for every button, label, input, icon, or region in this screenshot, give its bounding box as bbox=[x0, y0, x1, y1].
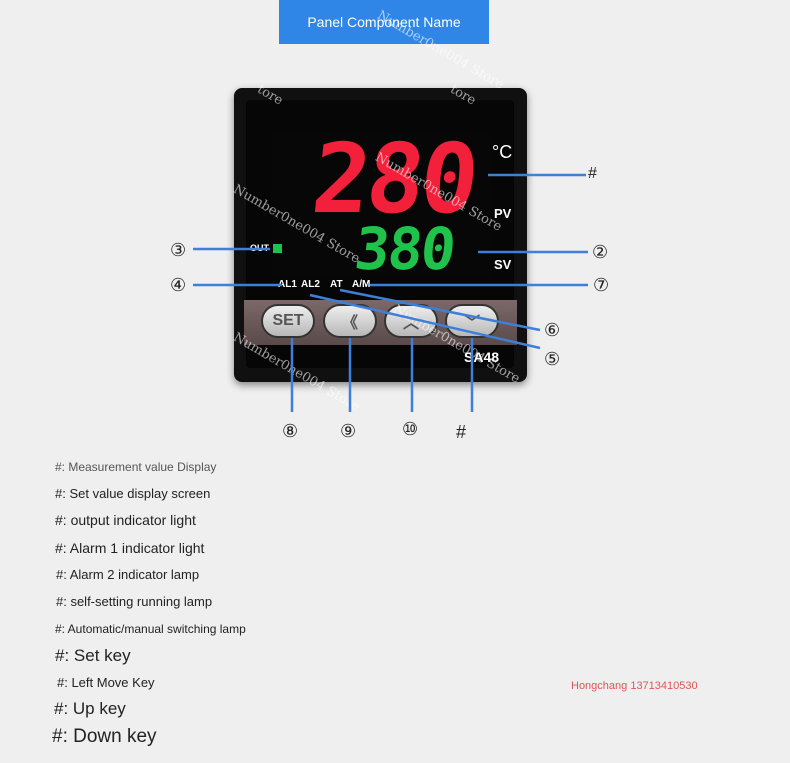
callout-marker: ⑧ bbox=[282, 421, 299, 441]
sv-label: SV bbox=[494, 257, 512, 272]
legend-item: #: Down key bbox=[52, 726, 157, 747]
legend-item: #: Measurement value Display bbox=[55, 460, 217, 474]
legend-item: #: output indicator light bbox=[55, 512, 196, 528]
legend-item: #: self-setting running lamp bbox=[56, 594, 213, 609]
callout-marker: # bbox=[588, 165, 597, 182]
am-indicator: A/M bbox=[352, 279, 371, 290]
panel-component-name-button[interactable]: Panel Component Name bbox=[279, 0, 489, 44]
callout-marker: ⑨ bbox=[340, 421, 357, 441]
legend-item: #: Up key bbox=[54, 699, 126, 718]
callout-marker: ⑥ bbox=[544, 320, 561, 340]
set-key[interactable]: SET bbox=[261, 304, 315, 338]
legend-item: #: Left Move Key bbox=[57, 675, 155, 690]
callout-marker: # bbox=[456, 422, 467, 442]
left-move-key[interactable]: 《 bbox=[323, 304, 377, 338]
output-indicator-led bbox=[273, 244, 282, 253]
legend-item: #: Set key bbox=[55, 646, 131, 665]
al1-indicator: AL1 bbox=[278, 279, 297, 290]
callout-marker: ⑩ bbox=[402, 419, 419, 439]
display-screen bbox=[272, 132, 490, 278]
unit-label: °C bbox=[492, 142, 513, 162]
legend-item: #: Set value display screen bbox=[55, 486, 211, 501]
legend-item: #: Automatic/manual switching lamp bbox=[55, 622, 246, 636]
callout-marker: ④ bbox=[170, 275, 187, 295]
legend-item: #: Alarm 1 indicator light bbox=[55, 540, 205, 556]
at-indicator: AT bbox=[330, 279, 343, 290]
legend-item: #: Alarm 2 indicator lamp bbox=[56, 567, 200, 582]
callout-marker: ② bbox=[592, 242, 609, 262]
pv-label: PV bbox=[494, 206, 512, 221]
al2-indicator: AL2 bbox=[301, 279, 320, 290]
contact-info: Hongchang 13713410530 bbox=[571, 680, 698, 692]
callout-marker: ⑤ bbox=[544, 349, 561, 369]
callout-marker: ⑦ bbox=[593, 275, 610, 295]
callout-marker: ③ bbox=[170, 240, 187, 260]
